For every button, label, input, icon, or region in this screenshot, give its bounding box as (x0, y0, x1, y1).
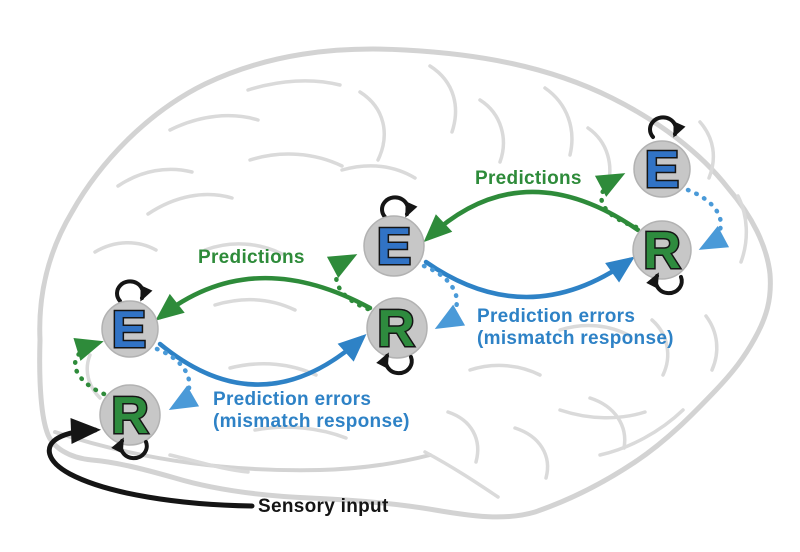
gyrus-line (428, 64, 458, 134)
prediction-errors-label-left-line2: (mismatch response) (213, 411, 410, 432)
gyrus-line (253, 425, 348, 440)
gyrus-line (246, 79, 342, 92)
gyrus-line (213, 297, 297, 312)
node-letter-r2: R (377, 300, 415, 358)
gyrus-line (248, 152, 344, 168)
gyrus-line (203, 242, 284, 256)
node-circle-r2 (366, 297, 428, 359)
node-r3: R (632, 220, 692, 296)
gyrus-line (558, 323, 632, 338)
node-circle-e2 (363, 215, 425, 277)
prediction-arrows (72, 173, 641, 397)
predictions-label-right: Predictions (475, 168, 582, 189)
prediction-arrow-r3-to-e3-dotted (594, 173, 639, 230)
prediction-error-arrows (154, 187, 730, 411)
gyrus-line (513, 426, 550, 480)
brain-drawing (37, 46, 773, 520)
node-e2: E (363, 195, 425, 278)
node-letter-e2: E (377, 218, 412, 276)
diagram-labels: Predictions Predictions Prediction error… (198, 168, 674, 517)
prediction-arrow-r2-to-e1 (155, 275, 373, 321)
gyrus-line (146, 192, 234, 216)
gyrus-line (704, 314, 719, 372)
prediction-arrow-r1-to-e1-dotted (72, 337, 107, 397)
prediction-arrow-r2-to-e2-dotted (326, 254, 371, 312)
self-loop-e2 (380, 195, 418, 219)
prediction-arrow-r3-to-e2 (423, 189, 641, 243)
gyrus-line (358, 90, 386, 162)
prediction-errors-label-right-line1: Prediction errors (477, 306, 635, 327)
node-circle-r3 (632, 220, 692, 280)
self-loop-e1 (115, 279, 153, 303)
prediction-errors-label-left-line1: Prediction errors (213, 389, 371, 410)
node-circle-e3 (633, 140, 691, 198)
node-letter-r3: R (643, 222, 681, 280)
node-r2: R (366, 297, 428, 376)
error-arrow-e1-to-r2 (157, 333, 367, 387)
predictions-label-left: Predictions (198, 247, 305, 268)
brain-outline (37, 46, 773, 520)
gyrus-line (340, 164, 417, 180)
node-letter-e3: E (645, 141, 680, 199)
gyrus-line (168, 453, 250, 474)
gyrus-line (468, 363, 542, 377)
gyrus-line (116, 167, 194, 188)
gyrus-line (423, 450, 500, 499)
self-loop-r3 (646, 272, 684, 296)
gyrus-line (168, 113, 260, 132)
self-loop-e3 (648, 115, 686, 139)
gyrus-line (558, 408, 647, 420)
brain-gyri (53, 64, 749, 499)
node-letter-r1: R (111, 387, 149, 445)
gyrus-line (446, 410, 480, 464)
gyrus-line (736, 194, 749, 264)
gyrus-line (478, 98, 506, 164)
prediction-errors-label-right-line2: (mismatch response) (477, 328, 674, 349)
node-e1: E (101, 279, 159, 361)
self-loop-r2 (376, 352, 414, 376)
error-arrow-e2-to-r2-dotted (421, 263, 466, 329)
error-arrow-e3-to-r3-dotted (685, 187, 730, 250)
gyrus-line (650, 318, 670, 377)
error-arrow-e2-to-r3 (423, 256, 635, 300)
gyrus-line (598, 408, 685, 457)
node-circle-e1 (101, 300, 159, 358)
node-letter-e1: E (112, 301, 147, 359)
node-r1: R (99, 384, 161, 461)
node-e3: E (633, 115, 691, 201)
error-arrow-e1-to-r1-dotted (154, 346, 200, 411)
gyrus-line (93, 241, 158, 254)
sensory-input-label: Sensory input (258, 496, 389, 517)
node-circle-r1 (99, 384, 161, 446)
sensory-input-arrow (46, 417, 255, 509)
gyrus-line (543, 86, 574, 157)
self-loop-r1 (111, 437, 149, 461)
gyrus-line (698, 120, 716, 180)
